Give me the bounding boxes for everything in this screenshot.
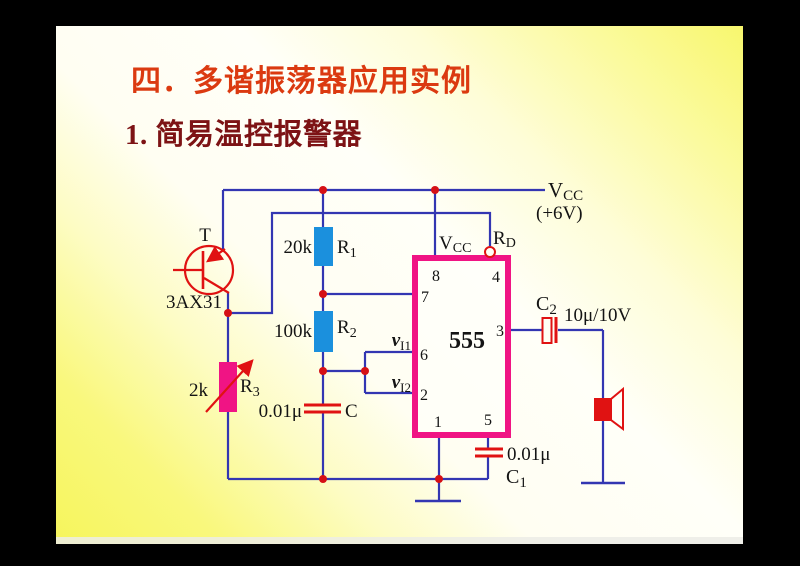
wire-collector-to-reset <box>228 211 492 315</box>
cap-c2-plate-left <box>541 317 553 344</box>
c-value-label: 0.01μ <box>259 401 302 422</box>
junction-dot <box>319 290 327 298</box>
r2-ref-label: R2 <box>337 317 357 341</box>
slide-bottom-strip <box>56 537 743 544</box>
resistor-r2-body <box>314 311 333 352</box>
pin-7-label: 7 <box>421 289 429 306</box>
junction-dot <box>435 475 443 483</box>
pin-6-label: 6 <box>420 347 428 364</box>
timer-555-chip <box>412 255 511 438</box>
pin-3-label: 3 <box>496 323 504 340</box>
transistor-symbol <box>173 244 235 296</box>
junction-dot <box>319 367 327 375</box>
c1-ref-label: C1 <box>506 466 527 491</box>
pin-8-label: 8 <box>432 268 440 285</box>
chip-name-label: 555 <box>449 328 485 354</box>
c1-value-label: 0.01μ <box>507 444 550 465</box>
junction-dot <box>319 186 327 194</box>
transistor-part-label: 3AX31 <box>166 292 222 313</box>
junction-dot <box>224 309 232 317</box>
speaker-symbol <box>594 386 624 431</box>
circuit-diagram: T 3AX31 20k R1 100k R2 2k R3 0.01μ C vI1… <box>166 178 631 503</box>
transistor-designator-label: T <box>199 225 211 246</box>
pin-5-label: 5 <box>484 412 492 429</box>
transistor-collector-line <box>203 277 230 294</box>
slide-background: 四．多谐振荡器应用实例 1. 简易温控报警器 <box>56 26 743 544</box>
pin-2-label: 2 <box>420 387 428 404</box>
c2-value-label: 10μ/10V <box>564 305 631 326</box>
speaker-cone <box>610 386 624 431</box>
transistor-emitter-arrow <box>205 246 226 263</box>
supply-voltage-label: (+6V) <box>536 203 583 224</box>
input-vi2-label: vI2 <box>392 372 411 395</box>
pin-1-label: 1 <box>434 414 442 431</box>
speaker-magnet <box>594 398 611 421</box>
supply-vcc-label: VCC <box>548 178 583 204</box>
reset-inverter-circle <box>484 246 496 258</box>
r1-ref-label: R1 <box>337 237 357 261</box>
resistor-r1-body <box>314 227 333 266</box>
r3-value-label: 2k <box>189 380 209 401</box>
r2-value-label: 100k <box>274 321 313 342</box>
junction-dots <box>224 186 443 483</box>
junction-dot <box>431 186 439 194</box>
pin-4-label: 4 <box>492 269 500 286</box>
chip-vcc-pin-label: VCC <box>439 233 471 256</box>
r3-ref-label: R3 <box>240 376 260 400</box>
c-ref-label: C <box>345 401 358 422</box>
input-vi1-label: vI1 <box>392 330 411 353</box>
r1-value-label: 20k <box>284 237 313 258</box>
slide-title: 四．多谐振荡器应用实例 <box>131 65 472 98</box>
resistor-r3-arrow <box>205 359 254 413</box>
chip-pin-numbers: 8 4 7 6 2 3 1 5 <box>420 268 504 431</box>
junction-dot <box>361 367 369 375</box>
c2-ref-label: C2 <box>536 293 557 318</box>
capacitor-plates <box>304 317 558 458</box>
slide-subtitle: 1. 简易温控报警器 <box>125 119 363 151</box>
junction-dot <box>319 475 327 483</box>
chip-reset-pin-label: RD <box>493 228 516 251</box>
